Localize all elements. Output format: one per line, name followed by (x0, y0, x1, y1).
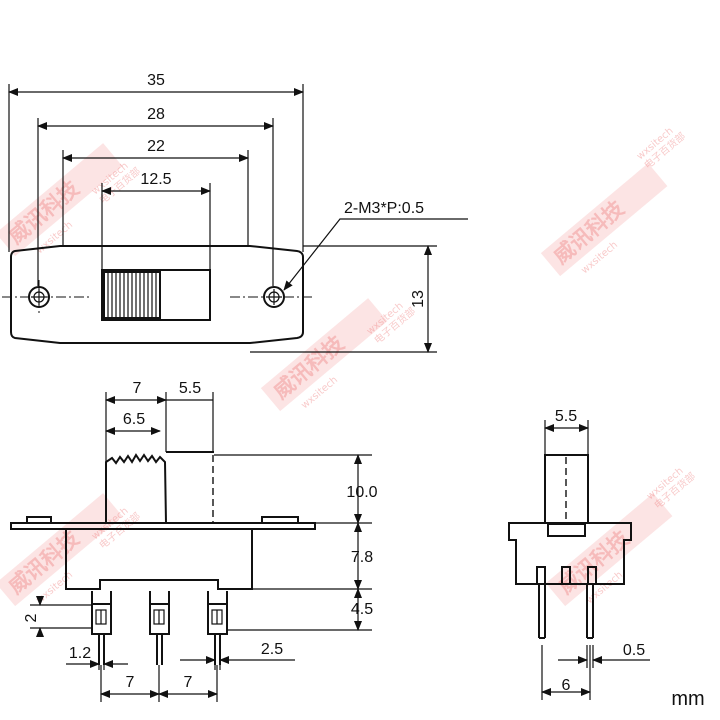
dim-pitch-left: 7 (126, 674, 135, 691)
dim-plate-height: 13 (410, 290, 427, 308)
terminal-middle (149, 591, 170, 665)
dim-knob-travel: 7 (133, 380, 142, 397)
dim-knob-offset: 5.5 (179, 380, 201, 397)
side-view: 5.5 6 0.5 (508, 408, 650, 700)
front-plate-lug-left (26, 516, 52, 524)
watermark-group: 威讯科技 wxsitech 威讯科技 wxsitech 威讯科技 wxsitec… (0, 126, 698, 606)
mounting-plate (10, 245, 304, 344)
side-knob-base (547, 523, 586, 537)
terminal-right (207, 591, 228, 665)
dim-overall-width: 35 (147, 72, 165, 89)
side-knob (544, 454, 589, 523)
terminal-left (91, 591, 112, 665)
dim-terminal-length: 4.5 (351, 601, 373, 618)
slider-knob (103, 271, 161, 319)
watermark-badge-5: wxsitech 电子百货部 (645, 466, 698, 512)
dim-terminal-thickness: 2.5 (261, 641, 283, 658)
unit-label: mm (671, 688, 704, 710)
dim-terminal-hole: 2 (23, 613, 40, 622)
dim-body-height: 7.8 (351, 549, 373, 566)
switch-body (65, 529, 253, 590)
dim-knob-width: 6.5 (123, 411, 145, 428)
front-plate-lug-right (261, 516, 299, 524)
front-view: 7 5.5 6.5 10.0 7.8 4.5 2 1.2 2.5 7 7 (10, 380, 378, 702)
watermark-text: 威讯科技 (4, 176, 85, 249)
watermark-text: 威讯科技 (549, 196, 630, 269)
slider-window (101, 269, 211, 321)
dim-knob-height: 10.0 (346, 484, 377, 501)
watermark-text: 威讯科技 (269, 331, 350, 404)
dim-pin-thickness: 0.5 (623, 642, 645, 659)
dim-side-knob-width: 5.5 (555, 408, 577, 425)
callout-thread-spec: 2-M3*P:0.5 (344, 200, 424, 217)
top-view: 35 28 22 12.5 13 2-M3*P:0.5 (2, 72, 468, 353)
watermark-2: 威讯科技 wxsitech (540, 163, 668, 276)
watermark-badge-2: wxsitech 电子百货部 (635, 126, 688, 172)
front-knob (105, 453, 167, 524)
watermark-text: 威讯科技 (4, 526, 85, 599)
dim-terminal-width: 1.2 (69, 645, 91, 662)
dim-hole-spacing: 28 (147, 106, 165, 123)
dim-pitch-right: 7 (184, 674, 193, 691)
dim-body-width: 22 (147, 138, 165, 155)
dim-pin-spacing: 6 (562, 677, 571, 694)
dim-slide-width: 12.5 (140, 171, 171, 188)
front-plate (10, 522, 316, 530)
